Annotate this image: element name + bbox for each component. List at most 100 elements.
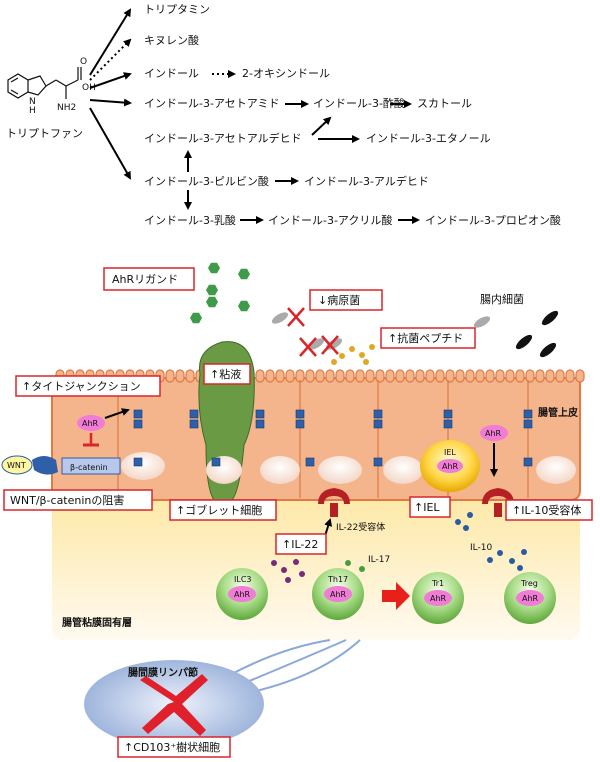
il10-receptor-label: ↑IL-10受容体 [512, 503, 581, 517]
il22-receptor-label: IL-22受容体 [336, 521, 385, 533]
microvillus [465, 369, 475, 383]
indole-label: インドール [144, 67, 199, 80]
tr1-ahr-label: AhR [430, 594, 447, 603]
microvillus [265, 369, 275, 383]
microvillus [365, 369, 375, 383]
indole-propionic-acid-label: インドール-3-プロピオン酸 [425, 213, 561, 227]
microvillus [355, 369, 365, 383]
il10-dots [455, 512, 527, 571]
gut-bacteria-label: 腸内細菌 [480, 292, 524, 306]
il10-receptor-icon [482, 488, 514, 517]
dendritic-cell-label: ↑CD103⁺樹状細胞 [124, 740, 220, 754]
microvillus [385, 369, 395, 383]
microvillus [565, 369, 575, 383]
microvillus [415, 369, 425, 383]
ahr-ligand-hexagon [238, 300, 250, 312]
skatole-label: スカトール [417, 97, 472, 110]
treg-ahr-label: AhR [522, 594, 539, 603]
lymph-vessels [227, 639, 361, 693]
goblet-cell-label: ↑ゴブレット細胞 [176, 503, 262, 517]
ahr-ligand-hexagon [238, 268, 250, 280]
mol-h: H [29, 106, 36, 116]
kynurenic-acid-label: キヌレン酸 [144, 33, 199, 47]
microvillus [545, 369, 555, 383]
nuclei [121, 452, 576, 484]
tryptamine-label: トリプタミン [144, 3, 210, 16]
beta-catenin-label: β-catenin [70, 463, 108, 472]
microvillus [485, 369, 495, 383]
mol-nh2: NH2 [57, 103, 76, 113]
microvillus [535, 369, 545, 383]
ahr-left-label: AhR [82, 419, 99, 428]
microvillus [315, 369, 325, 383]
wnt-inhibition-label: WNT/β-cateninの阻害 [10, 493, 124, 507]
microvillus [185, 369, 195, 383]
gut-bacteria-shapes [515, 310, 559, 358]
il22-dots [271, 559, 305, 583]
indole-pyruvic-acid-label: インドール-3-ピルビン酸 [144, 174, 269, 188]
th17-ahr-label: AhR [330, 590, 347, 599]
microvillus [475, 369, 485, 383]
label-boxes [3, 267, 593, 758]
microvillus [255, 369, 265, 383]
microvillus [345, 369, 355, 383]
mucus-label: ↑粘液 [210, 367, 241, 381]
treg-label: Treg [520, 579, 538, 588]
wnt-receptor [32, 456, 58, 475]
il10-label: IL-10 [470, 543, 492, 553]
mol-n: N [29, 97, 36, 107]
indole-acrylic-acid-label: インドール-3-アクリル酸 [268, 213, 392, 227]
tight-junctions [133, 409, 533, 467]
pathogen-cross-icons [287, 307, 339, 357]
microvillus [575, 369, 585, 383]
indole-lactic-acid-label: インドール-3-乳酸 [144, 213, 236, 227]
ahr-right-label: AhR [485, 429, 502, 438]
treg-cell [504, 572, 556, 624]
beta-catenin-box [61, 457, 121, 475]
oxindole-label: 2-オキシンドール [242, 67, 330, 80]
microvillus [275, 369, 285, 383]
microvillus [325, 369, 335, 383]
lymph-node-label: 腸間膜リンパ節 [128, 666, 198, 679]
iel-ahr-label: AhR [442, 462, 459, 471]
ahr-epithelium-left [77, 415, 105, 431]
ahr-ligand-hexagon [208, 262, 220, 274]
pathogens [271, 312, 491, 350]
th17-label: Th17 [327, 575, 348, 584]
iel-up-label: ↑IEL [414, 501, 440, 514]
lamina-propria-label: 腸管粘膜固有層 [62, 616, 132, 629]
microvillus [405, 369, 415, 383]
wnt-label: WNT [7, 461, 26, 470]
tryptophan-label: トリプトファン [6, 127, 83, 140]
ilc3-cell [216, 568, 268, 620]
indole-acetaldehyde-label: インドール-3-アセトアルデヒド [144, 131, 302, 145]
ahr-ligand-hexagons [190, 262, 250, 324]
indole-ethanol-label: インドール-3-エタノール [366, 132, 491, 145]
epithelium-label: 腸管上皮 [538, 406, 578, 419]
il22-up-label: ↑IL-22 [282, 538, 318, 551]
microvillus [445, 369, 455, 383]
tryptophan-structure [7, 67, 82, 99]
differentiation-arrow [382, 582, 410, 610]
th17-cell [312, 568, 364, 620]
antimicrobial-peptide-dots [331, 344, 375, 365]
tr1-cell [412, 572, 464, 624]
microvillus [425, 369, 435, 383]
mol-o: O [80, 57, 87, 67]
ahr-ligand-hexagon [190, 312, 202, 324]
goblet-nucleus [206, 456, 242, 484]
ahr-to-tj-arrow [104, 408, 130, 419]
mol-oh: OH [82, 83, 96, 93]
il17-label: IL-17 [368, 555, 390, 565]
tr1-label: Tr1 [431, 579, 444, 588]
microvillus [165, 369, 175, 383]
microvillus [435, 369, 445, 383]
ilc3-ahr-label: AhR [234, 590, 251, 599]
iel-ahr [437, 459, 463, 473]
microvillus [515, 369, 525, 383]
indole-aldehyde-label: インドール-3-アルデヒド [304, 174, 429, 188]
microvillus [525, 369, 535, 383]
dendritic-cell [140, 674, 208, 736]
pathway-arrows [89, 8, 420, 224]
antimicrobial-peptide-label: ↑抗菌ペプチド [388, 331, 463, 345]
